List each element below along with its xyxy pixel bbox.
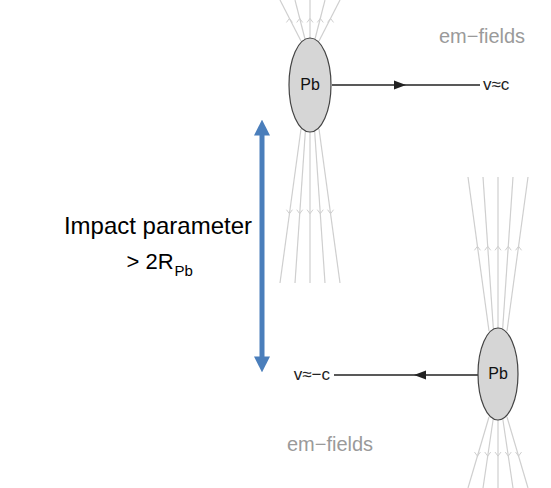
field-arrow (297, 18, 303, 22)
field-arrow (495, 246, 501, 250)
field-arrow (328, 210, 334, 214)
field-arrow (286, 18, 292, 22)
field-arrow (516, 452, 522, 456)
velocity-line (334, 374, 478, 375)
field-arrow (307, 18, 313, 22)
nucleus-ellipse: Pb (477, 327, 519, 421)
field-line (507, 417, 528, 488)
field-line (503, 417, 514, 488)
field-line (503, 177, 514, 331)
field-lines (280, 0, 528, 488)
field-line (309, 0, 310, 41)
field-line (319, 129, 340, 283)
velocity-label: v≈c (483, 75, 509, 95)
dimension-label: > 2R (126, 249, 173, 275)
subscript: Pb (175, 262, 193, 279)
field-line (319, 0, 340, 41)
dimension-label: Impact parameter (64, 212, 252, 240)
field-label: em−fields (287, 433, 373, 456)
field-line (295, 129, 306, 283)
field-line (309, 129, 310, 283)
field-arrow (485, 452, 491, 456)
field-line (295, 0, 306, 41)
field-arrow (505, 246, 511, 250)
field-arrow (485, 246, 491, 250)
field-arrow (505, 452, 511, 456)
field-arrow (286, 210, 292, 214)
impact-parameter-arrow (260, 126, 265, 366)
nucleus-label: Pb (477, 365, 519, 383)
field-line (483, 417, 494, 488)
field-line (483, 177, 494, 331)
velocity-label: v≈−c (294, 365, 330, 385)
field-arrow (495, 452, 501, 456)
field-arrow (474, 452, 480, 456)
field-label: em−fields (439, 25, 525, 48)
field-line (507, 177, 528, 331)
field-line (315, 0, 326, 41)
field-arrow (328, 18, 334, 22)
velocity-arrowhead (394, 81, 406, 90)
field-line (497, 177, 498, 331)
field-line (468, 177, 489, 331)
field-arrow (317, 210, 323, 214)
nucleus-ellipse: Pb (288, 37, 332, 133)
nucleus-label: Pb (288, 76, 332, 94)
field-line (497, 417, 498, 488)
field-arrow (297, 210, 303, 214)
field-arrow (317, 18, 323, 22)
field-arrow (516, 246, 522, 250)
field-arrow (307, 210, 313, 214)
field-line (315, 129, 326, 283)
velocity-arrowhead (414, 371, 426, 380)
field-line (280, 129, 301, 283)
field-line (468, 417, 489, 488)
field-arrow (474, 246, 480, 250)
